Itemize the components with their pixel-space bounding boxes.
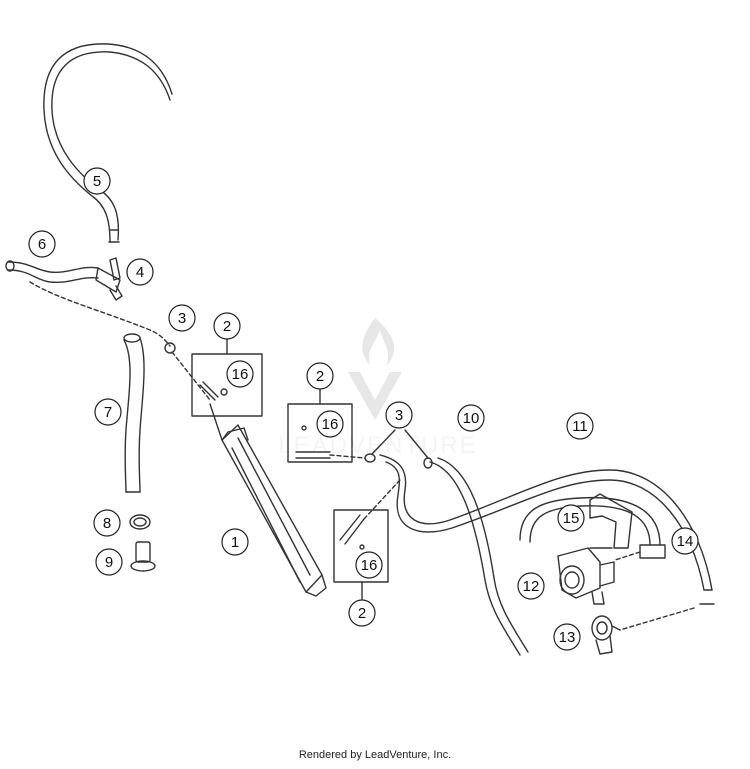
kit-box-2-bottom: [333, 479, 401, 601]
kit-box-2-middle: [287, 387, 366, 463]
callout-15-label: 15: [563, 510, 580, 527]
callout-14-label: 14: [677, 533, 694, 550]
callout-4-label: 4: [136, 264, 144, 281]
callout-12-label: 12: [523, 578, 540, 595]
footer-credit: Rendered by LeadVenture, Inc.: [298, 749, 452, 761]
callout-3-top-label: 3: [178, 310, 186, 327]
callout-16-top: 16: [226, 360, 254, 388]
kit-box-2-top: [191, 337, 263, 417]
callout-2-top-label: 2: [223, 318, 231, 335]
callout-3-top: 3: [168, 304, 196, 332]
callout-7-label: 7: [104, 404, 112, 421]
pump-part-12: [557, 547, 615, 605]
callout-16-bottom: 16: [355, 551, 383, 579]
callout-12: 12: [517, 572, 545, 600]
callout-3-right-label: 3: [395, 407, 403, 424]
callout-6: 6: [28, 230, 56, 258]
callout-1-label: 1: [231, 534, 239, 551]
callout-11: 11: [566, 412, 594, 440]
callout-9-label: 9: [105, 554, 113, 571]
plug-part-9: [130, 541, 156, 572]
callout-6-label: 6: [38, 236, 46, 253]
callout-16-middle: 16: [316, 410, 344, 438]
watermark-logo: LEADVENTURE: [278, 318, 477, 459]
connector-part-13: [591, 615, 621, 655]
callout-10: 10: [457, 404, 485, 432]
hose-part-6: [5, 260, 171, 347]
hose-part-11: [379, 454, 715, 631]
hose-part-5: [43, 43, 173, 243]
callout-5: 5: [83, 167, 111, 195]
callout-10-label: 10: [463, 410, 480, 427]
fitting-part-4: [95, 257, 123, 301]
clamp-part-3-right: [364, 429, 433, 469]
watermark-text: LEADVENTURE: [278, 432, 477, 459]
callout-16-middle-label: 16: [322, 416, 339, 433]
bracket-part-15: [589, 493, 633, 549]
clamp-part-3-top: [164, 342, 211, 401]
callout-7: 7: [94, 398, 122, 426]
callout-2-bottom-label: 2: [358, 605, 366, 622]
callout-13: 13: [553, 623, 581, 651]
callout-2-bottom: 2: [348, 599, 376, 627]
clamp-part-8: [129, 514, 151, 530]
callout-8-label: 8: [103, 515, 111, 532]
callout-3-right: 3: [385, 401, 413, 429]
callout-2-middle-label: 2: [316, 368, 324, 385]
callout-4: 4: [126, 258, 154, 286]
callout-2-middle: 2: [306, 362, 334, 390]
callout-1: 1: [221, 528, 249, 556]
callout-14: 14: [671, 527, 699, 555]
hose-part-7: [123, 333, 145, 493]
callout-8: 8: [93, 509, 121, 537]
callout-5-label: 5: [93, 173, 101, 190]
callout-16-bottom-label: 16: [361, 557, 378, 574]
callout-13-label: 13: [559, 629, 576, 646]
callout-15: 15: [557, 504, 585, 532]
hose-part-14: [519, 496, 666, 561]
callout-9: 9: [95, 548, 123, 576]
callout-16-top-label: 16: [232, 366, 249, 383]
callout-2-top: 2: [213, 312, 241, 340]
cooler-part-1: [209, 403, 327, 597]
hose-part-10: [429, 457, 529, 656]
callout-11-label: 11: [572, 418, 588, 435]
